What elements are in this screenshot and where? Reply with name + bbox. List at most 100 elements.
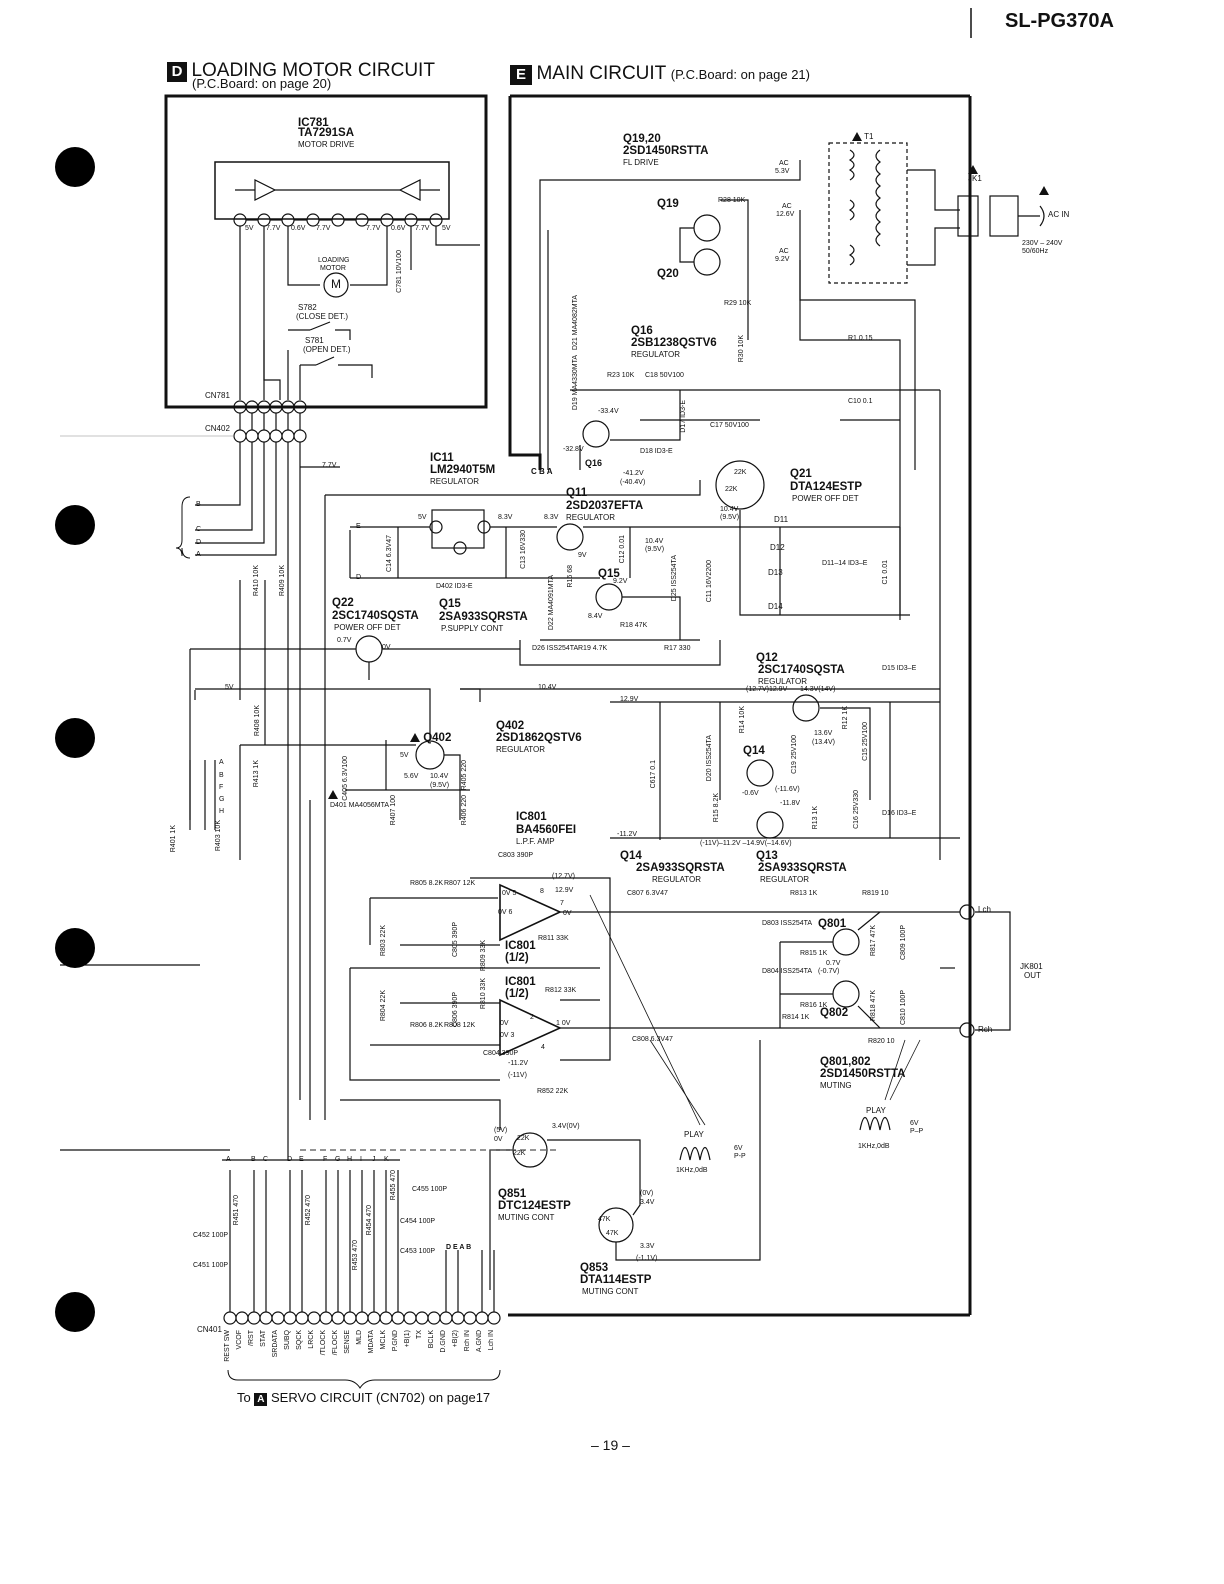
v-m07: (-0.7V): [818, 968, 840, 975]
r806-label: R806 8.2K: [410, 1022, 444, 1029]
loading-motor-label2: MOTOR: [320, 265, 346, 272]
ic781-pin-voltage: 7.7V: [366, 225, 381, 232]
c14-label: C14 6.3V47: [386, 535, 393, 572]
d401-warning: [328, 790, 338, 799]
q801802-part: 2SD1450RSTTA: [820, 1068, 906, 1080]
q853-ref: Q853: [580, 1262, 609, 1274]
cn401-letter: B: [251, 1156, 256, 1163]
r818-label: R818 47K: [870, 990, 877, 1022]
q402-5v: 5V: [400, 752, 409, 759]
conn-letter-e: E: [356, 523, 361, 530]
v-m11: (-11V): [508, 1072, 527, 1079]
v-m412: -41.2V: [623, 470, 644, 477]
v-33: 3.3V: [640, 1243, 655, 1250]
play1-amp2: P-P: [734, 1153, 746, 1160]
cn401-pin: A.GND: [476, 1330, 483, 1353]
c11-label: C11 16V2200: [706, 560, 713, 603]
q15-ref: Q15: [439, 598, 461, 610]
q21-r2: 22K: [725, 486, 738, 493]
d17-label: D17 ID3-E: [680, 400, 687, 433]
c803-label: C803 390P: [498, 852, 534, 859]
v-92: 9.2V: [613, 578, 628, 585]
q12-v: (12.7V)12.9V: [746, 686, 788, 693]
t1-ref: T1: [864, 132, 874, 141]
tap-ac: AC: [779, 248, 789, 255]
c454-label: C454 100P: [400, 1218, 436, 1225]
q801802-func: MUTING: [820, 1081, 852, 1090]
q1920-ref: Q19,20: [623, 133, 661, 145]
rch-label: Rch: [978, 1025, 993, 1034]
d19-label: D19 MA4330MTA: [572, 355, 579, 411]
r407-label: R407 100: [390, 795, 397, 826]
q853-part: DTA114ESTP: [580, 1274, 652, 1286]
cba-label: C B A: [531, 467, 553, 476]
warning-icon: [852, 132, 862, 142]
ic801b-half: (1/2): [505, 988, 529, 1000]
cn401-pin: MDATA: [368, 1330, 375, 1354]
op-out-0v: 0V: [563, 910, 572, 917]
q11-part: 2SD2037EFTA: [566, 500, 644, 512]
q22-func: POWER OFF DET: [334, 623, 401, 632]
q13-part: 2SA933SQRSTA: [758, 862, 847, 874]
op-pin7: 7: [560, 900, 564, 907]
section-e-board-ref: (P.C.Board: on page 21): [670, 67, 810, 82]
d15-label: D15 ID3–E: [882, 665, 917, 672]
q12-ref: Q12: [756, 652, 778, 664]
r17-label: R17 330: [664, 645, 691, 652]
q402-part: 2SD1862QSTV6: [496, 732, 582, 744]
v-95: (9.5V): [720, 514, 740, 521]
play1-label: PLAY: [684, 1130, 704, 1139]
v-m404: (-40.4V): [620, 479, 646, 486]
v-5b: (5V): [494, 1127, 508, 1134]
c451-label: C451 100P: [193, 1262, 229, 1269]
play2-amp2: P–P: [910, 1128, 924, 1135]
cn401-letter: C: [263, 1156, 269, 1163]
to-servo-text: SERVO CIRCUIT (CN702) on page17: [270, 1390, 491, 1405]
d18-label: D18 ID3-E: [640, 448, 673, 455]
q851-ref: Q851: [498, 1188, 527, 1200]
q20-label: Q20: [657, 268, 679, 280]
ac-warning: [1039, 186, 1049, 196]
v-34: 3.4V(0V): [552, 1123, 580, 1130]
cn402-label: CN402: [205, 424, 230, 433]
play1-amp: 6V: [734, 1145, 743, 1152]
r803-label: R803 22K: [380, 925, 387, 957]
d13-label: D13: [768, 568, 783, 577]
cn401-pin: BCLK: [428, 1330, 435, 1349]
c16-label: C16 25V330: [853, 790, 860, 829]
r452-label: R452 470: [305, 1195, 312, 1226]
q21-part: DTA124ESTP: [790, 481, 863, 493]
r820-label: R820 10: [868, 1038, 895, 1045]
play1-freq: 1KHz,0dB: [676, 1167, 708, 1174]
d21-label: D21 MA4082MTA: [572, 295, 579, 351]
section-d-board-ref: (P.C.Board: on page 20): [192, 76, 332, 91]
v-0c: (0V): [640, 1190, 654, 1197]
c781-label: C781 10V100: [396, 250, 403, 293]
cn401-pin: SUBQ: [284, 1330, 291, 1350]
punch-hole: [55, 505, 95, 545]
ic11-func: REGULATOR: [430, 477, 480, 486]
r817-label: R817 47K: [870, 925, 877, 957]
r19-label: R19 4.7K: [578, 645, 608, 652]
cn401-letter: I: [360, 1156, 362, 1163]
q14-func: REGULATOR: [652, 875, 702, 884]
q11-ref: Q11: [566, 487, 588, 499]
punch-hole: [55, 147, 95, 187]
r804-label: R804 22K: [380, 990, 387, 1022]
q1920-func: FL DRIVE: [623, 158, 659, 167]
ic781-ref: IC781: [298, 117, 329, 129]
d16-label: D16 ID3–E: [882, 810, 917, 817]
q16-part: 2SB1238QSTV6: [631, 337, 717, 349]
conn-letter: C: [196, 526, 202, 533]
d11-14-label: D11–14 ID3–E: [822, 560, 868, 567]
r14-label: R14 10K: [739, 706, 746, 734]
cn401-pin: Rch IN: [464, 1330, 471, 1352]
model-number: SL-PG370A: [1005, 10, 1114, 32]
section-e-heading: MAIN CIRCUIT: [536, 63, 667, 84]
section-e-title: E MAIN CIRCUIT (P.C.Board: on page 21): [510, 63, 810, 85]
c1-label: C1 0.01: [882, 560, 889, 585]
q11-func: REGULATOR: [566, 513, 616, 522]
conn-letter: B: [196, 501, 201, 508]
r405-label: R405 220: [461, 760, 468, 791]
